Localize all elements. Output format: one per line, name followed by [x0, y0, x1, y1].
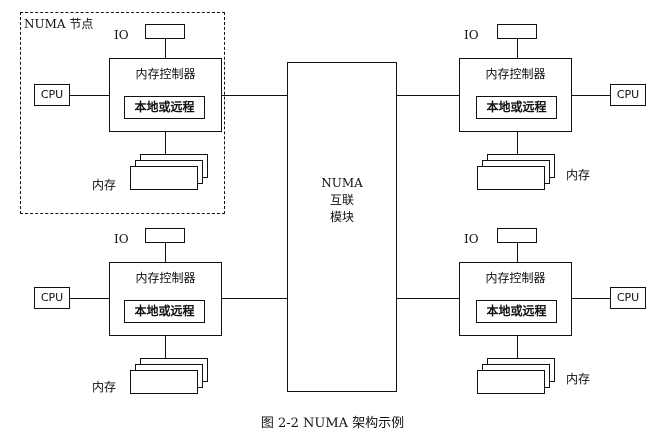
memory-connector [165, 336, 166, 358]
io-label: IO [464, 28, 479, 42]
interconnect-line-2: 互联 [329, 193, 354, 207]
io-connector [165, 39, 166, 58]
cpu-connector [572, 95, 610, 96]
io-device [145, 24, 185, 39]
memory-label: 内存 [92, 178, 117, 192]
interconnect-connector [397, 298, 459, 299]
memory-controller: 内存控制器 本地或远程 [459, 262, 572, 336]
memory-controller: 内存控制器 本地或远程 [109, 262, 222, 336]
interconnect-line-1: NUMA [321, 176, 363, 190]
io-device [497, 24, 537, 39]
numa-node-outline [20, 12, 225, 214]
io-connector [165, 243, 166, 262]
interconnect-label: NUMA 互联 模块 [288, 175, 396, 226]
local-or-remote-box: 本地或远程 [476, 96, 557, 119]
io-connector [517, 39, 518, 58]
memory-module [130, 370, 198, 394]
io-device [497, 228, 537, 243]
memory-controller-label: 内存控制器 [485, 67, 546, 81]
memory-controller-label: 内存控制器 [135, 67, 196, 81]
cpu: CPU [610, 287, 646, 309]
memory-label: 内存 [92, 380, 117, 394]
io-label: IO [114, 28, 129, 42]
memory-controller-label: 内存控制器 [135, 271, 196, 285]
interconnect-connector [222, 298, 287, 299]
cpu: CPU [34, 84, 70, 106]
cpu: CPU [34, 287, 70, 309]
memory-connector [517, 336, 518, 358]
local-or-remote-box: 本地或远程 [124, 96, 205, 119]
cpu-connector [70, 95, 109, 96]
io-label: IO [114, 232, 129, 246]
cpu: CPU [610, 84, 646, 106]
memory-label: 内存 [566, 168, 591, 182]
memory-controller: 内存控制器 本地或远程 [459, 58, 572, 132]
memory-connector [517, 132, 518, 154]
local-or-remote-box: 本地或远程 [476, 300, 557, 323]
memory-controller: 内存控制器 本地或远程 [109, 58, 222, 132]
io-label: IO [464, 232, 479, 246]
memory-label: 内存 [566, 372, 591, 386]
memory-module [477, 370, 545, 394]
io-connector [517, 243, 518, 262]
memory-connector [165, 132, 166, 154]
io-device [145, 228, 185, 243]
memory-controller-label: 内存控制器 [485, 271, 546, 285]
interconnect-line-3: 模块 [329, 210, 354, 224]
memory-module [477, 166, 545, 190]
cpu-connector [70, 298, 109, 299]
interconnect-connector [397, 95, 459, 96]
memory-module [130, 166, 198, 190]
figure-caption: 图 2-2 NUMA 架构示例 [260, 416, 405, 431]
interconnect-connector [222, 95, 287, 96]
numa-interconnect-module: NUMA 互联 模块 [287, 62, 397, 392]
numa-node-label: NUMA 节点 [24, 17, 94, 31]
cpu-connector [572, 298, 610, 299]
local-or-remote-box: 本地或远程 [124, 300, 205, 323]
